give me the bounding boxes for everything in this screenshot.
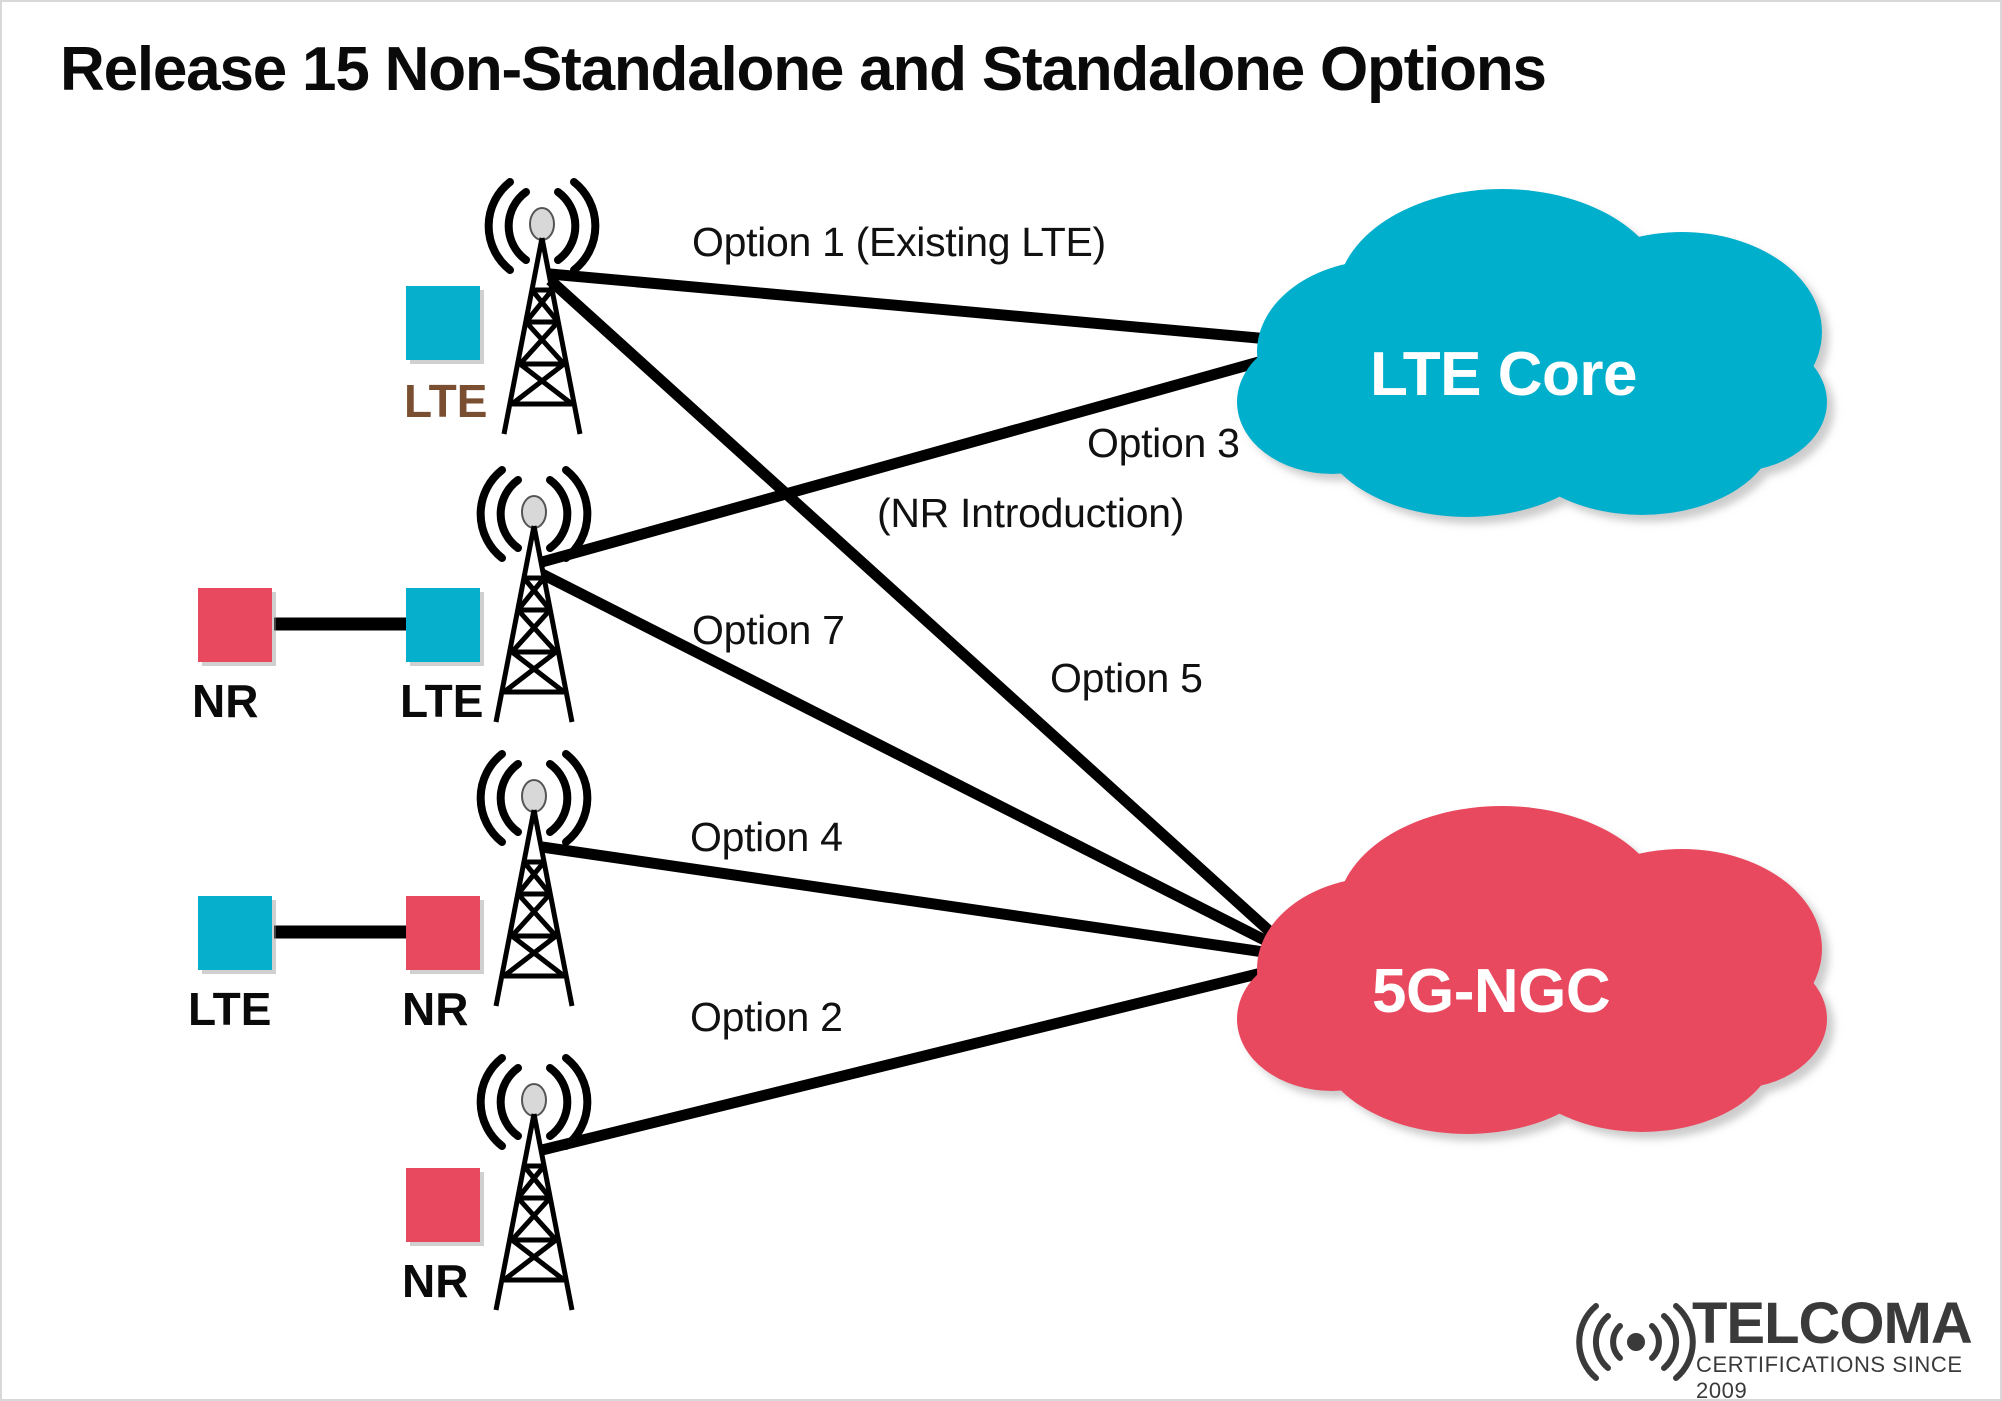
option-label-7: Option 7 (692, 607, 845, 653)
node-label-row2-nr: NR (192, 675, 259, 727)
cloud-5g-ngc[interactable] (1237, 806, 1827, 1134)
option-label-4: Option 4 (690, 814, 843, 860)
link-option-4 (541, 841, 1299, 963)
radio-waves-icon (1576, 1303, 1696, 1381)
tower-icon-row-2 (476, 466, 592, 723)
node-box-row2-nr[interactable] (198, 588, 272, 662)
option-label-3-line1: Option 3 (1087, 420, 1240, 466)
option-label-5: Option 5 (1050, 655, 1203, 701)
node-box-row1-lte[interactable] (406, 286, 480, 360)
cloud-label-5g-ngc: 5G-NGC (1372, 957, 1611, 1026)
link-option-2 (540, 958, 1300, 1156)
node-label-row1-lte: LTE (404, 375, 488, 427)
node-box-row3-nr[interactable] (406, 896, 480, 970)
link-option-1 (549, 268, 1303, 348)
link-option-3 (540, 344, 1304, 568)
cloud-lte-core[interactable] (1237, 189, 1827, 517)
cloud-label-lte-core: LTE Core (1370, 340, 1637, 409)
connection-lines (539, 268, 1304, 1156)
node-label-row4-nr: NR (402, 1255, 469, 1307)
logo-tagline: CERTIFICATIONS SINCE 2009 (1696, 1352, 1963, 1401)
option-label-1: Option 1 (Existing LTE) (692, 219, 1106, 265)
tower-icon-row-1 (484, 178, 600, 435)
option-label-2: Option 2 (690, 994, 843, 1040)
tower-icon-row-4 (476, 1054, 592, 1311)
tower-icon-row-3 (476, 750, 592, 1007)
logo-wordmark: TELCOMA (1692, 1291, 1973, 1356)
node-label-row3-nr: NR (402, 983, 469, 1035)
node-box-row3-lte[interactable] (198, 896, 272, 970)
link-option-5 (546, 275, 1302, 962)
option-label-3-line2: (NR Introduction) (877, 490, 1185, 536)
node-box-row2-lte[interactable] (406, 588, 480, 662)
node-box-row4-nr[interactable] (406, 1168, 480, 1242)
node-label-row3-lte: LTE (188, 983, 272, 1035)
telcoma-logo: TELCOMA CERTIFICATIONS SINCE 2009 (1574, 1288, 1974, 1399)
page-title: Release 15 Non-Standalone and Standalone… (60, 35, 1547, 104)
node-label-row2-lte: LTE (400, 675, 484, 727)
link-option-7 (539, 569, 1301, 962)
